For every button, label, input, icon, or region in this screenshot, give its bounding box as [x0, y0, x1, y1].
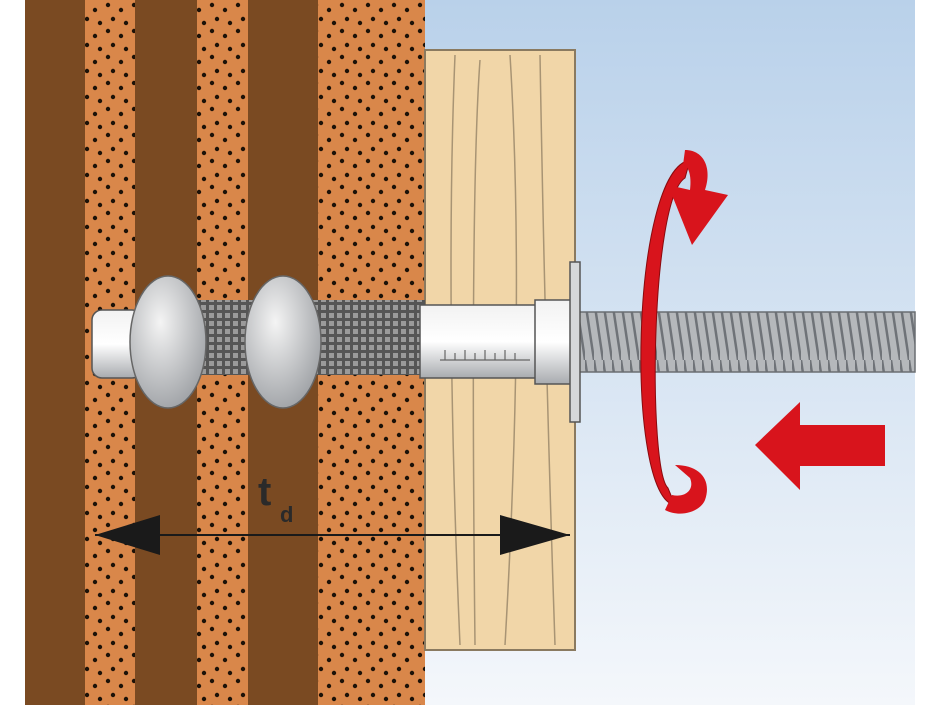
washer	[569, 261, 581, 423]
expansion-bulb	[129, 275, 207, 409]
rotation-arrow-icon	[640, 150, 728, 514]
threaded-rod	[574, 311, 916, 373]
expansion-bulb	[244, 275, 322, 409]
push-arrow-icon	[755, 402, 885, 490]
dimension-subscript: d	[280, 502, 293, 527]
sleeve	[419, 304, 539, 379]
nut	[534, 299, 574, 385]
dimension-label: t	[258, 470, 271, 514]
anchor	[91, 261, 916, 423]
dimension-line	[95, 515, 570, 555]
